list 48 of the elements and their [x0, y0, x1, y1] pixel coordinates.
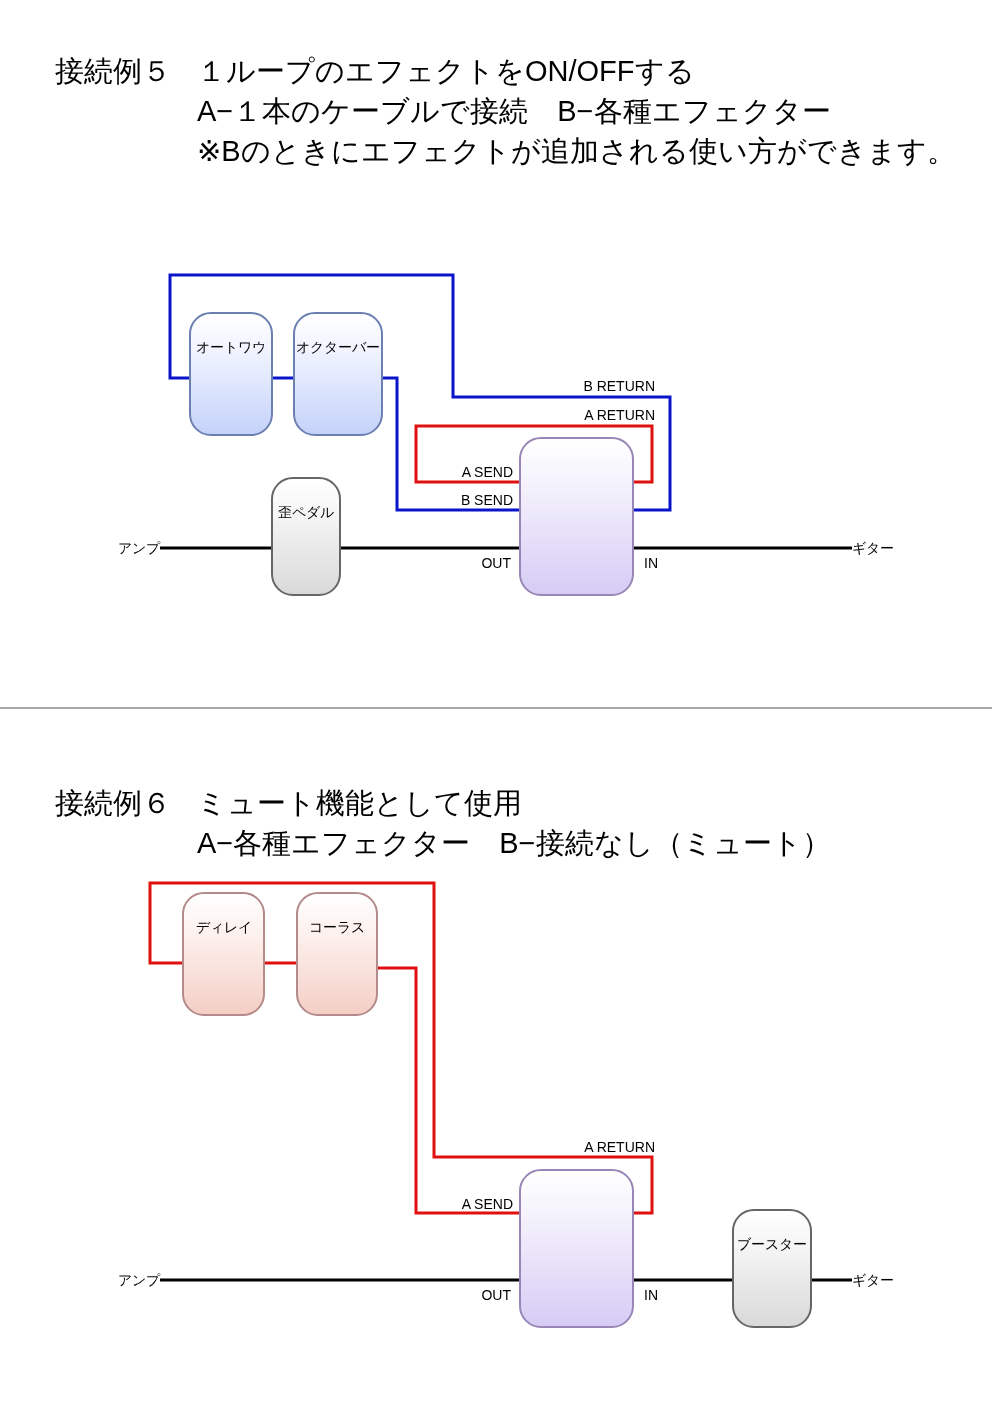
- effect-pedal-box: [271, 477, 341, 596]
- port-label: A SEND: [461, 1196, 513, 1212]
- port-label: A RETURN: [584, 407, 655, 423]
- port-label: A RETURN: [584, 1139, 655, 1155]
- endpoint-label: アンプ: [118, 538, 160, 558]
- cable-line: [634, 1278, 732, 1282]
- cable-line: [634, 546, 852, 550]
- switcher-box: [519, 437, 634, 596]
- cable-line: [160, 1278, 519, 1282]
- pedal-label: 歪ペダル: [278, 503, 334, 521]
- heading-text: 接続例６: [55, 786, 171, 821]
- heading-text: 接続例５: [55, 54, 171, 89]
- cable-line: [812, 1278, 852, 1282]
- effect-pedal-box: [189, 312, 273, 436]
- pedal-label: オートワウ: [196, 338, 266, 356]
- effect-pedal-box: [182, 892, 265, 1016]
- heading-text: １ループのエフェクトをON/OFFする: [197, 54, 695, 89]
- endpoint-label: ギター: [852, 1270, 894, 1290]
- port-label: IN: [644, 1287, 658, 1303]
- cable-line: [341, 546, 519, 550]
- cable-line: [273, 376, 293, 380]
- port-label: B SEND: [460, 492, 513, 508]
- cable-line: [168, 273, 672, 512]
- port-label: A SEND: [461, 464, 513, 480]
- heading-text: ミュート機能として使用: [197, 786, 522, 821]
- pedal-label: ブースター: [737, 1235, 807, 1253]
- cable-line: [414, 424, 654, 484]
- port-label: OUT: [481, 555, 511, 571]
- subheading-text: A−各種エフェクター B−接続なし（ミュート）: [197, 826, 831, 861]
- endpoint-label: ギター: [852, 538, 894, 558]
- port-label: OUT: [481, 1287, 511, 1303]
- pedal-label: コーラス: [309, 918, 365, 936]
- pedal-label: オクターバー: [296, 338, 380, 356]
- endpoint-label: アンプ: [118, 1270, 160, 1290]
- pedal-label: ディレイ: [195, 918, 252, 936]
- port-label: B RETURN: [583, 378, 655, 394]
- switcher-box: [519, 1169, 634, 1328]
- cable-line: [148, 881, 654, 1215]
- effect-pedal-box: [732, 1209, 812, 1328]
- cable-line: [265, 961, 296, 965]
- cable-line: [160, 546, 271, 550]
- effect-pedal-box: [293, 312, 383, 436]
- port-label: IN: [644, 555, 658, 571]
- subheading-text: A−１本のケーブルで接続 B−各種エフェクター: [197, 94, 831, 129]
- note-text: ※Bのときにエフェクトが追加される使い方ができます。: [197, 134, 956, 169]
- cable-line: [383, 376, 519, 512]
- cable-line: [378, 966, 519, 1215]
- effect-pedal-box: [296, 892, 378, 1016]
